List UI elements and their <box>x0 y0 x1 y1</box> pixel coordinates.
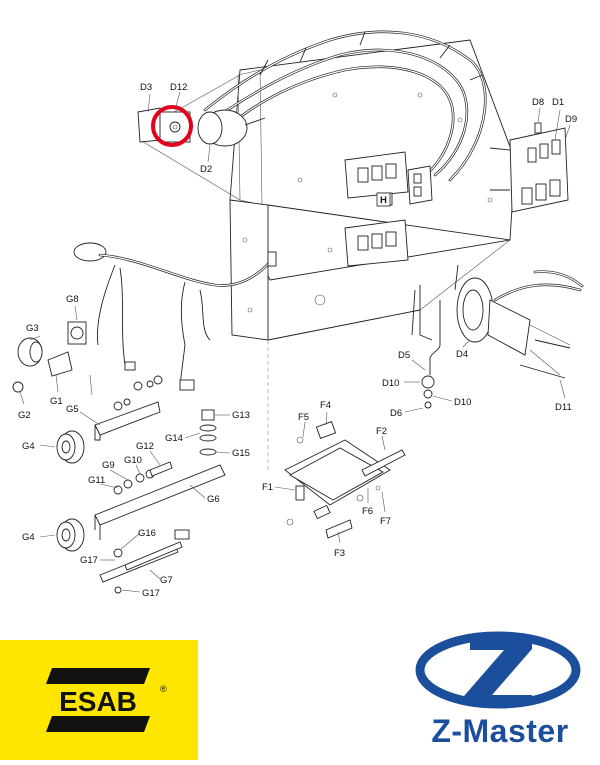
label-d4: D4 <box>456 349 468 360</box>
label-g15: G15 <box>232 448 250 459</box>
part-f1-pcb <box>267 340 406 539</box>
part-g4-wheel-lower <box>56 518 85 552</box>
leader-lines <box>19 91 571 593</box>
label-d3: D3 <box>140 82 152 93</box>
part-g3-potentiometer-knob <box>12 337 73 393</box>
callout-labels: D3 D12 D2 D8 D1 D9 H D4 D5 D10 D10 D6 D1… <box>18 82 577 599</box>
label-g17-lower: G17 <box>142 588 160 599</box>
label-g12: G12 <box>136 441 154 452</box>
part-g4-wheel-upper <box>56 430 85 464</box>
part-g7-handle <box>99 529 190 594</box>
label-f1: F1 <box>262 482 273 493</box>
part-g6-axle-bar <box>94 461 226 540</box>
esab-logo-bottom-bar <box>46 716 150 732</box>
label-g13: G13 <box>232 410 250 421</box>
esab-logo-top-bar <box>46 668 150 684</box>
label-f2: F2 <box>376 426 387 437</box>
label-g9: G9 <box>102 460 115 471</box>
part-g8-harness <box>67 242 277 396</box>
label-d5: D5 <box>398 350 410 361</box>
label-g8: G8 <box>66 294 79 305</box>
label-d10-lower: D10 <box>454 397 471 408</box>
label-g1: G1 <box>50 396 63 407</box>
label-g2: G2 <box>18 410 31 421</box>
top-cable-harness <box>203 30 487 182</box>
label-f7: F7 <box>380 516 391 527</box>
label-h: H <box>380 195 387 206</box>
label-f5: F5 <box>298 412 309 423</box>
label-g4-upper: G4 <box>22 441 35 452</box>
part-g5-bracket <box>94 375 163 441</box>
label-g5: G5 <box>66 404 79 415</box>
label-d1: D1 <box>552 97 564 108</box>
zmaster-logo-z-glyph <box>464 640 532 705</box>
zmaster-logo: Z-Master <box>400 625 600 760</box>
label-g7: G7 <box>160 575 173 586</box>
label-g11: G11 <box>88 475 105 486</box>
label-g16: G16 <box>138 528 156 539</box>
zmaster-logo-text: Z-Master <box>431 713 569 749</box>
label-h-box <box>376 192 391 207</box>
label-g14: G14 <box>165 433 183 444</box>
label-g4-lower: G4 <box>22 532 35 543</box>
esab-logo-text: ESAB <box>59 686 137 717</box>
label-f3: F3 <box>334 548 345 559</box>
label-g17-upper: G17 <box>80 555 98 566</box>
label-g10: G10 <box>124 455 142 466</box>
label-d2: D2 <box>200 164 212 175</box>
part-g13-g15-stack <box>199 409 217 456</box>
label-g3: G3 <box>26 323 39 334</box>
label-d9: D9 <box>565 114 577 125</box>
label-d8: D8 <box>532 97 544 108</box>
part-d11-bolts <box>519 339 571 379</box>
label-d10-upper: D10 <box>382 378 399 389</box>
parts-diagram: D3 D12 D2 D8 D1 D9 H D4 D5 D10 D10 D6 D1… <box>12 30 584 599</box>
label-f6: F6 <box>362 506 373 517</box>
esab-logo-registered-mark: ® <box>160 684 167 694</box>
esab-logo: ESAB ® <box>0 640 198 760</box>
label-f4: F4 <box>320 400 331 411</box>
label-d12: D12 <box>170 82 187 93</box>
part-d1-bracket <box>489 122 569 213</box>
d12-highlight-circle <box>151 105 193 147</box>
label-d11: D11 <box>555 402 572 413</box>
label-d6: D6 <box>390 408 402 419</box>
part-d4-assembly <box>411 264 584 409</box>
label-g6: G6 <box>207 494 220 505</box>
